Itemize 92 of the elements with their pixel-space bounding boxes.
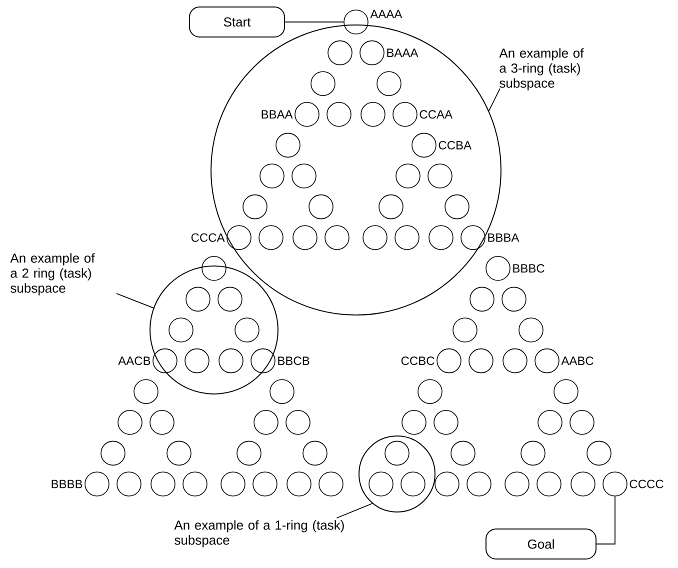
state-circle [116, 472, 142, 496]
state-label: BBBC [513, 264, 544, 273]
state-circle [286, 472, 312, 496]
leader-line [336, 503, 373, 518]
state-circle [570, 472, 596, 496]
state-circle [428, 164, 452, 188]
subspace-circle [358, 436, 436, 512]
state-label: CCAA [420, 110, 453, 119]
state-circle [276, 132, 300, 158]
state-circle [428, 225, 454, 250]
state-circle [570, 410, 594, 435]
state-circle [252, 472, 278, 496]
terminal-box: Start [189, 6, 285, 38]
state-circle [502, 286, 526, 312]
state-circle [504, 472, 530, 496]
state-circle [450, 440, 476, 466]
annotation-text: An example of a 2 ring (task) subspace [10, 253, 95, 296]
state-circle [292, 164, 316, 188]
state-circle [258, 225, 284, 250]
state-circle [378, 194, 404, 220]
state-circle [396, 164, 420, 188]
state-circle [394, 225, 420, 250]
state-circle [536, 472, 562, 496]
terminal-box: Goal [486, 528, 596, 560]
state-circle [328, 40, 352, 66]
subspace-circle [150, 266, 278, 394]
state-circle [360, 102, 386, 127]
state-circle [254, 410, 278, 435]
state-label: CCCC [630, 480, 664, 488]
state-circle [242, 194, 268, 220]
leader-line [116, 293, 154, 308]
state-circle [520, 440, 546, 466]
state-circle [362, 225, 388, 250]
state-circle [218, 348, 244, 374]
state-circle [220, 472, 246, 496]
state-circle [202, 256, 226, 281]
state-label: CCBC [401, 356, 434, 366]
state-label: CCCA [191, 233, 225, 242]
state-circle [368, 472, 394, 496]
state-circle [134, 379, 158, 404]
state-circle [434, 410, 458, 435]
state-circle [502, 348, 528, 374]
state-circle [518, 318, 544, 342]
state-circle [384, 440, 410, 466]
state-circle [292, 225, 318, 250]
state-label: AABC [561, 356, 594, 366]
state-circle [166, 440, 192, 466]
state-circle [324, 225, 350, 250]
state-circle [470, 286, 494, 312]
state-circle [270, 379, 294, 404]
state-circle [376, 71, 402, 96]
state-circle [100, 440, 126, 466]
state-label: AAAA [370, 10, 402, 18]
state-circle [218, 286, 242, 312]
state-circle [538, 410, 562, 435]
state-label: BBAA [262, 110, 293, 119]
state-circle [466, 472, 492, 496]
state-circle [236, 440, 262, 466]
state-circle [118, 410, 142, 435]
annotation-text: An example of a 3-ring (task) subspace [499, 48, 584, 90]
state-circle [310, 71, 336, 96]
state-circle [400, 472, 426, 496]
state-circle [182, 472, 208, 496]
state-circle [260, 164, 284, 188]
state-label: CCBA [438, 140, 472, 150]
state-label: BAAA [387, 48, 418, 57]
state-circle [326, 102, 352, 127]
state-circle [434, 472, 460, 496]
state-circle [302, 440, 328, 466]
state-circle [554, 379, 578, 404]
state-label: BBBB [52, 480, 82, 488]
state-circle [586, 440, 612, 466]
state-circle [150, 472, 176, 496]
state-circle [418, 379, 442, 404]
state-label: BBBA [488, 233, 520, 242]
state-circle [308, 194, 334, 220]
state-circle [234, 318, 260, 342]
connector-line [596, 496, 616, 544]
leader-line [488, 88, 500, 112]
state-circle [402, 410, 426, 435]
state-circle [184, 348, 210, 374]
state-circle [468, 348, 494, 374]
annotation-text: An example of a 1-ring (task) subspace [174, 520, 344, 548]
state-label: AACB [118, 356, 150, 366]
state-circle [452, 318, 478, 342]
state-circle [318, 472, 344, 496]
state-circle [444, 194, 470, 220]
state-circle [186, 286, 210, 312]
state-label: BBCB [278, 356, 310, 366]
state-circle [286, 410, 310, 435]
state-circle [168, 318, 194, 342]
state-circle [150, 410, 174, 435]
